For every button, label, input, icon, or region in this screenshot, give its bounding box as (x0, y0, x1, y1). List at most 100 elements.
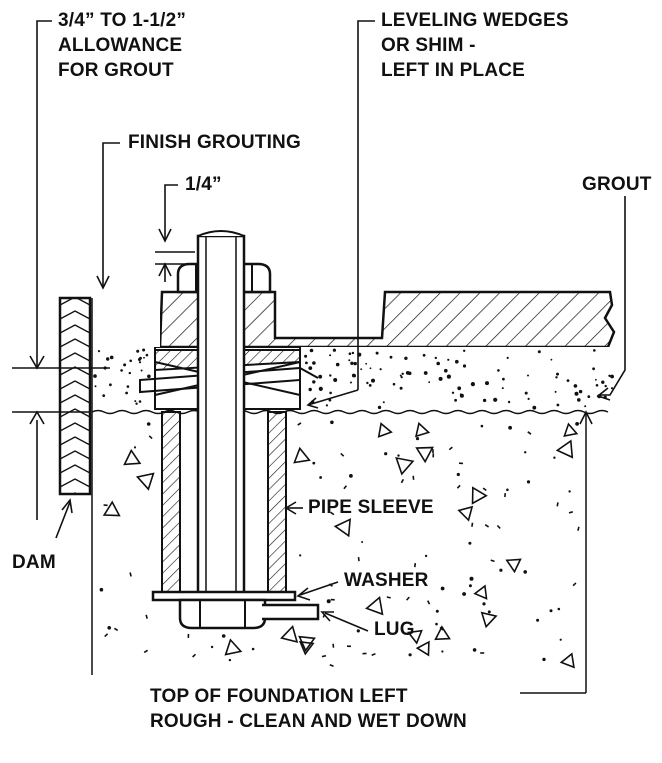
aggregate-triangle (298, 635, 316, 653)
grout-dot (140, 369, 143, 372)
aggregate-triangle (457, 505, 474, 522)
aggregate-tick (572, 582, 577, 587)
grout-dot (360, 368, 363, 371)
aggregate-triangle (395, 456, 415, 476)
grout-dot (365, 362, 368, 365)
aggregate-tick (482, 487, 487, 492)
grout-dot (139, 356, 142, 360)
grout-dot (556, 372, 559, 376)
aggregate-dot (480, 424, 484, 428)
aggregate-triangle (471, 486, 488, 505)
grout-dot (308, 366, 313, 370)
grout-dot (325, 404, 328, 407)
grout-dot (506, 356, 509, 359)
aggregate-triangle (473, 584, 488, 600)
aggregate-triangle (559, 652, 575, 669)
grout-dot (134, 400, 137, 403)
dam-label: DAM (12, 552, 56, 573)
grout-dot (109, 355, 114, 360)
aggregate-dot (107, 626, 111, 630)
grout-dot (405, 371, 410, 375)
aggregate-dot (472, 648, 477, 652)
grout-dot (485, 381, 489, 386)
aggregate-dot (99, 587, 104, 592)
pipe-sleeve (161, 411, 287, 593)
grout-dot (566, 379, 570, 382)
aggregate-dot (469, 576, 474, 581)
grout-dot (601, 380, 605, 384)
grout-dot (333, 378, 338, 382)
grout-dot (109, 383, 112, 387)
grout-dot (578, 389, 583, 394)
aggregate-tick (371, 653, 376, 656)
lug-label: LUG (374, 619, 415, 640)
grout-dot (379, 368, 382, 371)
aggregate-tick (104, 633, 109, 638)
grout-dot (125, 391, 128, 395)
aggregate-dot (146, 422, 151, 426)
grout-dot (348, 359, 351, 362)
grout-dot (120, 369, 123, 372)
aggregate-tick (330, 511, 335, 516)
grout-dot (318, 374, 323, 379)
aggregate-dot (408, 653, 412, 657)
aggregate-tick (343, 485, 348, 490)
grout-dot (123, 363, 127, 367)
grout-dot (507, 400, 511, 404)
grout-dot (352, 374, 356, 378)
aggregate-triangle (434, 625, 451, 641)
aggregate-triangle (480, 611, 498, 629)
grout-dot (399, 386, 403, 390)
grout-dot (350, 381, 352, 384)
grout-dot (366, 381, 369, 385)
grout-dot (375, 351, 379, 355)
grout-dot (97, 350, 101, 353)
aggregate-tick (490, 559, 495, 563)
aggregate-dot (441, 650, 444, 653)
aggregate-tick (426, 600, 431, 605)
grout-dot (436, 361, 441, 366)
aggregate-dot (415, 437, 420, 441)
grout-dot (608, 374, 611, 377)
grout-dot (309, 348, 314, 353)
grout-dot (457, 386, 462, 391)
aggregate-dot (435, 609, 439, 613)
aggregate-dot (568, 490, 571, 493)
grout-dot (574, 391, 579, 396)
aggregate-dot (542, 657, 546, 662)
grout-dot (318, 386, 323, 391)
aggregate-tick (496, 524, 501, 529)
grout-dot (470, 382, 475, 387)
grout-allowance-label: 3/4” TO 1-1/2” ALLOWANCE FOR GROUT (58, 10, 187, 81)
pipe-sleeve-label: PIPE SLEEVE (308, 497, 434, 518)
aggregate-dot (330, 420, 334, 425)
aggregate-dot (435, 622, 438, 626)
grout-dot (404, 356, 408, 360)
aggregate-dot (133, 446, 137, 449)
grout-dot (369, 367, 372, 370)
aggregate-triangle (135, 472, 155, 491)
aggregate-dot (356, 629, 360, 633)
aggregate-tick (439, 626, 444, 631)
aggregate-dot (468, 541, 472, 545)
aggregate-dot (228, 658, 232, 662)
grout-dot (399, 374, 402, 377)
grout-dot (482, 398, 487, 403)
aggregate-tick (340, 452, 345, 457)
grout-dot (304, 354, 308, 358)
aggregate-tick (148, 435, 153, 440)
aggregate-triangle (333, 518, 352, 538)
aggregate-dot (482, 602, 486, 606)
grout-dot (593, 349, 596, 352)
grout-dot (434, 356, 437, 360)
aggregate-triangle (563, 422, 579, 438)
grout-dot (401, 372, 404, 375)
grout-dot (312, 361, 316, 365)
grout-dot (142, 348, 146, 352)
grout-dot (447, 358, 450, 361)
aggregate-triangle (365, 596, 384, 616)
grout-dot (422, 353, 426, 357)
grout-dot (428, 381, 431, 384)
quarter-inch-label: 1/4” (185, 174, 222, 195)
grout-dot (502, 377, 505, 381)
